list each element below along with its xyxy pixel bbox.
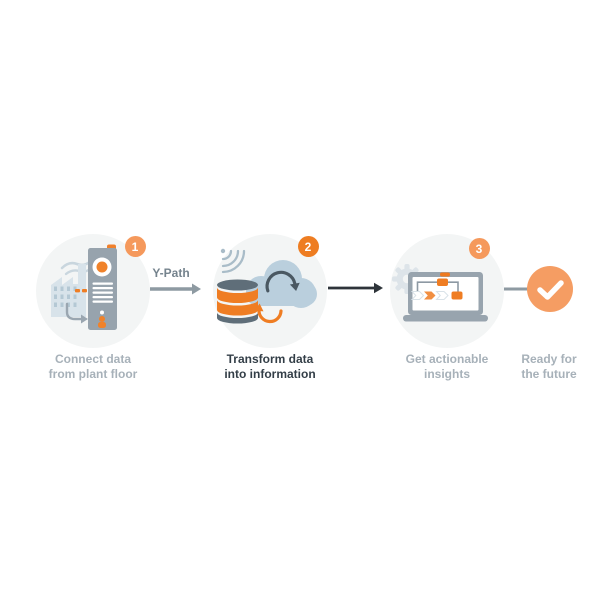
- step-2-label: Transform data into information: [195, 352, 345, 382]
- checkmark-icon: [527, 266, 573, 312]
- step-3-number: 3: [475, 241, 483, 256]
- data-link-dashes-icon: [75, 289, 87, 293]
- laptop-insights-icon: [392, 264, 488, 322]
- server-icon: [88, 244, 117, 330]
- result-connector-line: [504, 287, 530, 291]
- database-icon: [217, 279, 258, 324]
- flowchart-icon: [410, 278, 463, 300]
- factory-icon: [51, 259, 93, 317]
- step-2-circle: [213, 234, 327, 348]
- step-2-label-line1: Transform data: [226, 352, 314, 366]
- wifi-signal-icon: [220, 248, 246, 274]
- result-label-line2: the future: [521, 367, 577, 381]
- step-3-badge: 3: [468, 238, 490, 259]
- ypath-connector-label: Y-Path: [152, 266, 190, 280]
- result-label-line1: Ready for: [521, 352, 577, 366]
- step-3-label: Get actionable insights: [372, 352, 522, 382]
- step-3-label-line1: Get actionable: [405, 352, 489, 366]
- step-1-badge: 1: [124, 236, 146, 257]
- black-arrow-icon: [328, 282, 383, 294]
- step-2-badge: 2: [297, 236, 319, 257]
- cloud-data-sync-icon: [217, 248, 317, 324]
- step-1-label-line1: Connect data: [54, 352, 131, 366]
- step-3-circle: [390, 234, 504, 348]
- step-2-label-line2: into information: [224, 367, 316, 381]
- step-1-label: Connect data from plant floor: [18, 352, 168, 382]
- sync-arrows-icon: [254, 270, 300, 324]
- step-3-label-line2: insights: [423, 367, 470, 381]
- step-1-label-line2: from plant floor: [48, 367, 138, 381]
- ypath-arrow-icon: [150, 283, 201, 295]
- step-2-number: 2: [304, 239, 312, 254]
- result-label: Ready for the future: [474, 352, 600, 382]
- step-1-number: 1: [131, 239, 139, 254]
- factory-to-server-icon: [51, 244, 117, 330]
- connection-arrow-icon: [65, 302, 88, 324]
